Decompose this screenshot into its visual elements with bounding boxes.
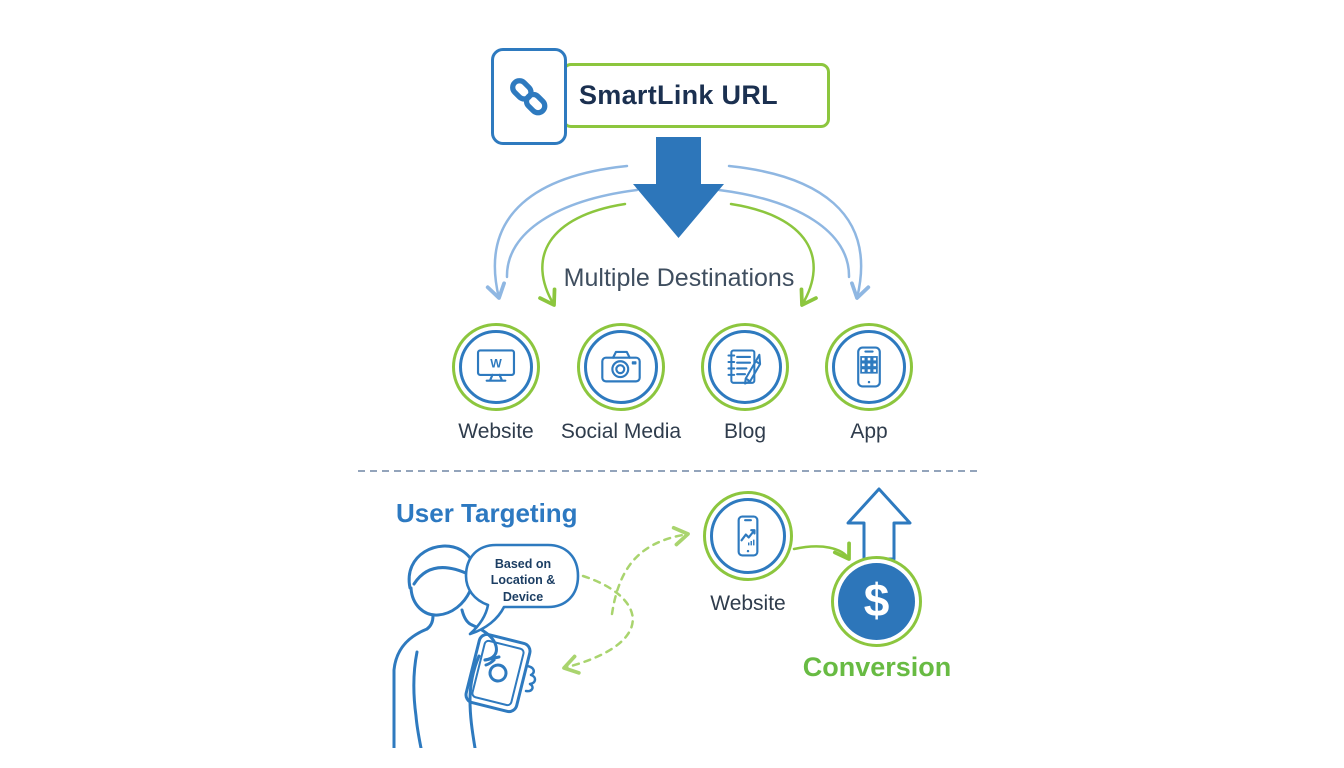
down-arrow — [633, 137, 724, 238]
destination-blog: Blog — [675, 323, 815, 444]
fan-arrow-right-blue-outer — [727, 164, 871, 300]
fan-arrow-left-blue-outer — [485, 164, 629, 300]
destination-ring — [577, 323, 665, 411]
conversion-badge: $ — [831, 556, 922, 647]
fan-arrow-right-blue-inner — [717, 188, 851, 279]
dashed-arrow-to-website — [610, 525, 690, 616]
destination-ring: W — [452, 323, 540, 411]
dollar-sign: $ — [863, 573, 890, 626]
destination-ring — [701, 323, 789, 411]
targeted-website-ring — [703, 491, 793, 581]
destination-label: Blog — [723, 420, 767, 443]
destination-label: App — [850, 420, 888, 443]
monitor-icon: W — [476, 349, 516, 382]
fan-arrow-right-green — [729, 202, 818, 307]
speech-bubble-text: Based on Location & Device — [469, 556, 577, 605]
targeted-website-label: Website — [710, 592, 786, 615]
smartlink-icon-box — [491, 48, 567, 145]
smartlink-title: SmartLink URL — [579, 80, 778, 110]
phone-chart-icon — [737, 515, 759, 557]
dollar-icon: $ — [838, 563, 915, 640]
phone-grid-icon — [857, 346, 881, 388]
speech-bubble — [464, 543, 580, 636]
multiple-destinations-heading: Multiple Destinations — [563, 264, 795, 292]
tablet-screen — [471, 639, 525, 707]
speech-bubble-line1: Based on — [494, 557, 552, 571]
person-hair-fringe — [412, 566, 472, 586]
notebook-pencil-icon — [727, 349, 762, 385]
person-face — [409, 586, 472, 617]
fan-arrow-left-blue-inner — [505, 188, 639, 279]
conversion-label: Conversion — [802, 652, 952, 682]
person-pointing-finger — [483, 655, 501, 667]
person-left-arm — [412, 650, 423, 748]
tablet-button — [488, 663, 508, 683]
destination-app: App — [799, 323, 939, 444]
smartlink-title-box: SmartLink URL — [562, 63, 830, 128]
up-arrow-outline — [846, 487, 912, 561]
destination-website: W Website — [426, 323, 566, 444]
person-gripping-hand — [524, 664, 537, 693]
monitor-monogram: W — [490, 357, 502, 371]
destination-label: Social Media — [560, 420, 682, 443]
destination-label: Website — [458, 420, 534, 443]
destination-ring — [825, 323, 913, 411]
user-targeting-heading: User Targeting — [396, 498, 578, 528]
destination-social-media: Social Media — [551, 323, 691, 444]
camera-icon — [601, 350, 641, 383]
speech-bubble-line2: Location & Device — [490, 573, 556, 604]
fan-arrow-left-green — [538, 202, 627, 307]
chain-link-icon — [510, 77, 548, 115]
arrow-website-to-conversion — [792, 541, 851, 561]
person-torso-left — [392, 627, 429, 748]
targeted-website: Website — [678, 491, 818, 616]
tablet — [464, 632, 532, 714]
